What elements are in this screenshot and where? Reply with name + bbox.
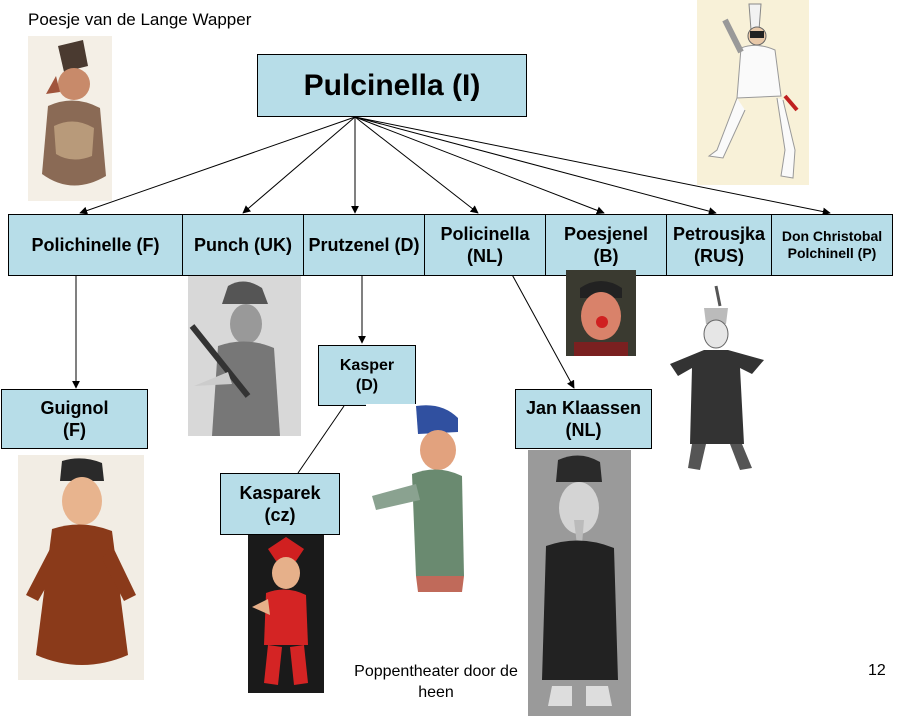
box-petrousjka[interactable]: Petrousjka (RUS) bbox=[666, 214, 772, 276]
pulcinella-drawing bbox=[697, 0, 809, 185]
page-number: 12 bbox=[868, 662, 886, 679]
puppet-photo-petrousjka bbox=[660, 284, 772, 476]
edge-policinella-jan-klaassen bbox=[502, 257, 575, 389]
edge-root-punch bbox=[242, 116, 356, 214]
box-label: Punch (UK) bbox=[194, 234, 292, 255]
edge-root-policinella bbox=[354, 116, 479, 214]
box-policinella[interactable]: Policinella (NL) bbox=[424, 214, 546, 276]
box-label: Petrousjka (RUS) bbox=[672, 223, 766, 267]
box-guignol[interactable]: Guignol (F) bbox=[1, 389, 148, 449]
edge-root-poesjenel bbox=[354, 116, 605, 215]
edge-root-don-christobal bbox=[354, 116, 831, 216]
box-jan-klaassen[interactable]: Jan Klaassen (NL) bbox=[515, 389, 652, 449]
puppet-photo-poesjenel bbox=[566, 270, 636, 356]
edge-root-petrousjka bbox=[354, 116, 717, 216]
puppet-photo-guignol bbox=[18, 455, 144, 680]
box-polichinelle[interactable]: Polichinelle (F) bbox=[8, 214, 183, 276]
box-label: Poesjenel (B) bbox=[563, 223, 649, 267]
edge-kasper-kasparek bbox=[297, 405, 345, 474]
box-label: Policinella (NL) bbox=[440, 223, 530, 267]
edge-root-polichinelle bbox=[79, 116, 356, 215]
box-label: Kasper (D) bbox=[339, 356, 395, 394]
box-label: Polichinelle (F) bbox=[31, 234, 160, 255]
puppet-photo-jan-klaassen bbox=[528, 450, 631, 716]
box-label: Kasparek (cz) bbox=[239, 482, 321, 526]
box-label: Don Christobal Polchinell (P) bbox=[781, 227, 883, 262]
box-label: Jan Klaassen (NL) bbox=[525, 397, 642, 441]
puppet-photo-kasparek bbox=[248, 535, 324, 693]
root-box[interactable]: Pulcinella (I) bbox=[257, 54, 527, 117]
puppet-photo-poesje bbox=[28, 36, 112, 201]
box-poesjenel[interactable]: Poesjenel (B) bbox=[545, 214, 667, 276]
caption: Poesje van de Lange Wapper bbox=[28, 10, 252, 29]
puppet-photo-kasper bbox=[366, 404, 484, 592]
box-kasparek[interactable]: Kasparek (cz) bbox=[220, 473, 340, 535]
box-prutzenel[interactable]: Prutzenel (D) bbox=[303, 214, 425, 276]
box-don-christobal[interactable]: Don Christobal Polchinell (P) bbox=[771, 214, 893, 276]
root-label: Pulcinella (I) bbox=[303, 68, 481, 102]
box-label: Guignol (F) bbox=[40, 397, 109, 441]
box-label: Prutzenel (D) bbox=[308, 234, 420, 255]
box-punch[interactable]: Punch (UK) bbox=[182, 214, 304, 276]
puppet-photo-punch bbox=[188, 276, 301, 436]
box-kasper[interactable]: Kasper (D) bbox=[318, 345, 416, 406]
footer-text: Poppentheater door de heen bbox=[354, 663, 518, 701]
